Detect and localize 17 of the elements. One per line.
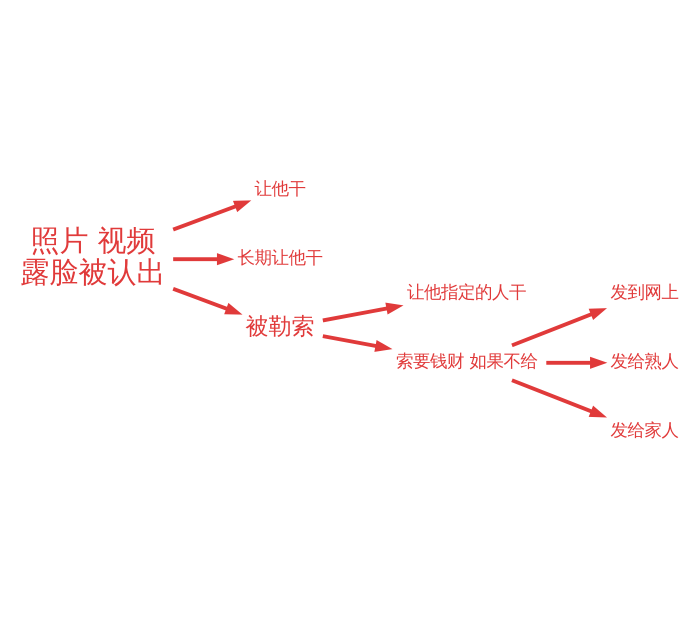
node-text: 长期让他干: [237, 248, 322, 268]
node-text: 发给熟人: [610, 352, 679, 372]
arrow: [172, 286, 243, 315]
arrow: [322, 334, 392, 352]
node-text: 发给家人: [610, 421, 679, 442]
arrow: [546, 356, 608, 369]
node-text: 被勒索: [245, 314, 314, 340]
node-text: 发到网上: [610, 282, 679, 303]
arrow: [511, 378, 608, 418]
node-text: 让他干: [254, 179, 306, 200]
node-text: 索要钱财 如果不给: [396, 352, 538, 372]
arrow: [173, 253, 234, 266]
arrow: [322, 302, 404, 322]
arrow: [511, 308, 608, 348]
node-text: 照片 视频 露脸被认出: [20, 224, 166, 290]
node-text: 让他指定的人干: [407, 282, 526, 303]
arrow: [172, 200, 252, 232]
